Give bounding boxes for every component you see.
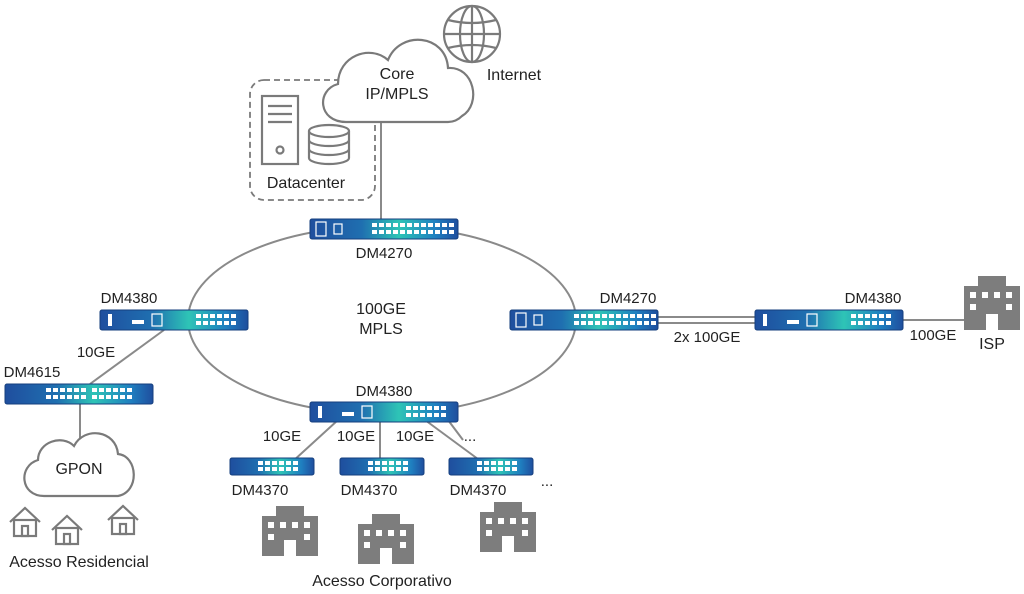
link-label-100ge-isp: 100GE bbox=[910, 327, 957, 344]
building-icon bbox=[262, 506, 318, 556]
datacenter-label: Datacenter bbox=[267, 175, 346, 192]
core-cloud-label-line1: Core bbox=[380, 66, 415, 83]
link-to-dm4370-a bbox=[291, 419, 339, 463]
building-icon bbox=[358, 514, 414, 564]
house-icon bbox=[9, 506, 41, 538]
dm4270-top-device bbox=[309, 218, 459, 240]
dm4270-right-label: DM4270 bbox=[600, 290, 657, 307]
dm4270-right-device bbox=[509, 309, 659, 331]
dm4370-b-device bbox=[339, 457, 425, 476]
residential-access-label: Acesso Residencial bbox=[9, 554, 149, 571]
building-icon bbox=[964, 276, 1020, 330]
dm4380-bottom-device bbox=[309, 401, 459, 423]
link-label-dm4370-c: 10GE bbox=[396, 428, 434, 445]
building-icon bbox=[480, 502, 536, 552]
dm4380-left-label: DM4380 bbox=[101, 290, 158, 307]
isp-label: ISP bbox=[979, 336, 1005, 353]
link-label-dm4380-dm4615: 10GE bbox=[77, 344, 115, 361]
dm4380-to-dm4615-link bbox=[89, 329, 165, 385]
globe-icon bbox=[442, 4, 502, 64]
dm4370-a-label: DM4370 bbox=[232, 482, 289, 499]
dm4380-far-right-device bbox=[754, 309, 904, 331]
dm4380-bottom-label: DM4380 bbox=[356, 383, 413, 400]
internet-label: Internet bbox=[487, 67, 542, 84]
link-to-more bbox=[447, 419, 464, 441]
link-label-dm4370-b: 10GE bbox=[337, 428, 375, 445]
dm4370-a-device bbox=[229, 457, 315, 476]
dm4615-label: DM4615 bbox=[4, 364, 61, 381]
dm4370-b-label: DM4370 bbox=[341, 482, 398, 499]
ring-label-line2: MPLS bbox=[359, 321, 403, 338]
dm4615-device bbox=[4, 383, 154, 405]
core-cloud: Core IP/MPLS bbox=[322, 38, 475, 124]
corporate-access-label: Acesso Corporativo bbox=[312, 573, 452, 590]
dm4270-top-label: DM4270 bbox=[356, 245, 413, 262]
house-icon bbox=[51, 514, 83, 546]
ellipsis-device-label: ... bbox=[541, 473, 554, 490]
core-cloud-label-line2: IP/MPLS bbox=[365, 86, 428, 103]
house-icon bbox=[107, 504, 139, 536]
server-icon bbox=[260, 94, 300, 166]
ellipsis-link-label: ... bbox=[464, 428, 477, 445]
link-label-2x100ge: 2x 100GE bbox=[674, 329, 741, 346]
links bbox=[79, 118, 964, 463]
dm4380-left-device bbox=[99, 309, 249, 331]
link-to-dm4370-c bbox=[424, 419, 483, 463]
link-label-dm4370-a: 10GE bbox=[263, 428, 301, 445]
ring-label-line1: 100GE bbox=[356, 301, 406, 318]
gpon-label: GPON bbox=[55, 461, 102, 478]
dm4370-c-device bbox=[448, 457, 534, 476]
database-icon bbox=[307, 123, 351, 166]
dm4380-far-right-label: DM4380 bbox=[845, 290, 902, 307]
dm4370-c-label: DM4370 bbox=[450, 482, 507, 499]
gpon-cloud: GPON bbox=[23, 432, 135, 498]
